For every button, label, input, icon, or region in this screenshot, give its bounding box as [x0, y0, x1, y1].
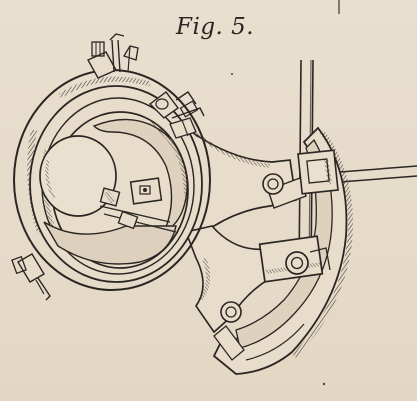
quadrant-end [213, 325, 245, 361]
top-bolt-lug-right [123, 45, 139, 73]
figure-label: Fig. 5. [176, 14, 255, 40]
eccentric-sheave [39, 111, 189, 269]
clamp-bolt [99, 177, 163, 230]
top-bolt-lug-left [87, 33, 125, 79]
side-bolt-lug-middle [169, 117, 197, 139]
ink-speck [322, 382, 326, 386]
horizontal-shaft [339, 165, 417, 183]
side-bolt-lug-upper [148, 91, 205, 119]
ink-speck [231, 73, 233, 75]
lower-bolt-lug [11, 253, 51, 301]
quadrant-frame [212, 126, 353, 375]
lower-die-block [258, 235, 331, 283]
pivot-pin-lower [220, 301, 242, 323]
upper-slide-block [297, 149, 339, 195]
pivot-pin-left [262, 173, 284, 195]
